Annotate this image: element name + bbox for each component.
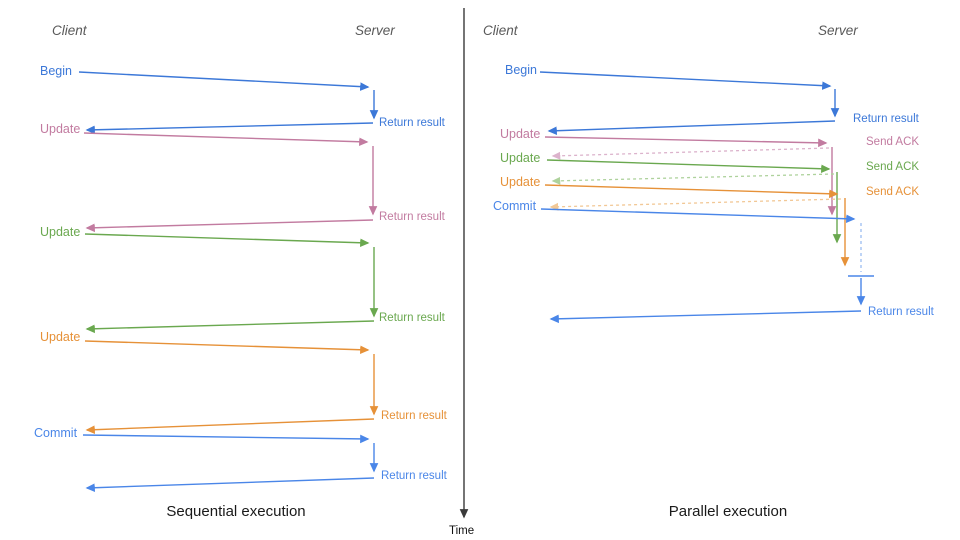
seq-return-result-label-4: Return result bbox=[381, 410, 447, 422]
seq-update3-arrows bbox=[84, 340, 379, 435]
par-update3-arrows bbox=[544, 184, 850, 267]
par-update3-label: Update bbox=[500, 175, 541, 189]
par-begin-label: Begin bbox=[505, 63, 537, 77]
par-update2-label: Update bbox=[500, 151, 541, 165]
par-client-label: Client bbox=[483, 23, 518, 38]
seq-commit-arrows bbox=[82, 434, 379, 493]
seq-update1-arrows bbox=[83, 132, 378, 233]
seq-return-result-label-2: Return result bbox=[379, 211, 445, 223]
seq-panel-title: Sequential execution bbox=[166, 503, 306, 520]
seq-update3-label: Update bbox=[40, 330, 81, 344]
par-send-ack-label-3: Send ACK bbox=[866, 186, 920, 198]
seq-return-result-label-5: Return result bbox=[381, 470, 447, 482]
seq-update2-label: Update bbox=[40, 225, 81, 239]
par-commit-arrows bbox=[540, 208, 874, 324]
seq-update1-label: Update bbox=[40, 122, 81, 136]
seq-server-label: Server bbox=[355, 23, 395, 38]
par-panel-title: Parallel execution bbox=[668, 503, 788, 520]
time-axis-label: Time bbox=[449, 525, 475, 537]
seq-client-label: Client bbox=[52, 23, 87, 38]
seq-return-result-label-1: Return result bbox=[379, 117, 445, 129]
par-return-result-label-1: Return result bbox=[853, 113, 919, 125]
seq-begin-label: Begin bbox=[40, 64, 72, 78]
par-begin-arrows bbox=[539, 71, 840, 136]
par-update1-arrows bbox=[544, 136, 837, 216]
seq-commit-label: Commit bbox=[34, 426, 78, 440]
par-commit-label: Commit bbox=[493, 199, 537, 213]
par-server-label: Server bbox=[818, 23, 858, 38]
seq-update2-arrows bbox=[84, 233, 379, 334]
seq-return-result-label-3: Return result bbox=[379, 312, 445, 324]
seq-begin-arrows bbox=[78, 71, 379, 135]
par-update1-label: Update bbox=[500, 127, 541, 141]
par-update2-arrows bbox=[546, 159, 842, 244]
par-send-ack-label-2: Send ACK bbox=[866, 161, 920, 173]
par-return-result-label-2: Return result bbox=[868, 306, 934, 318]
par-send-ack-label-1: Send ACK bbox=[866, 136, 920, 148]
